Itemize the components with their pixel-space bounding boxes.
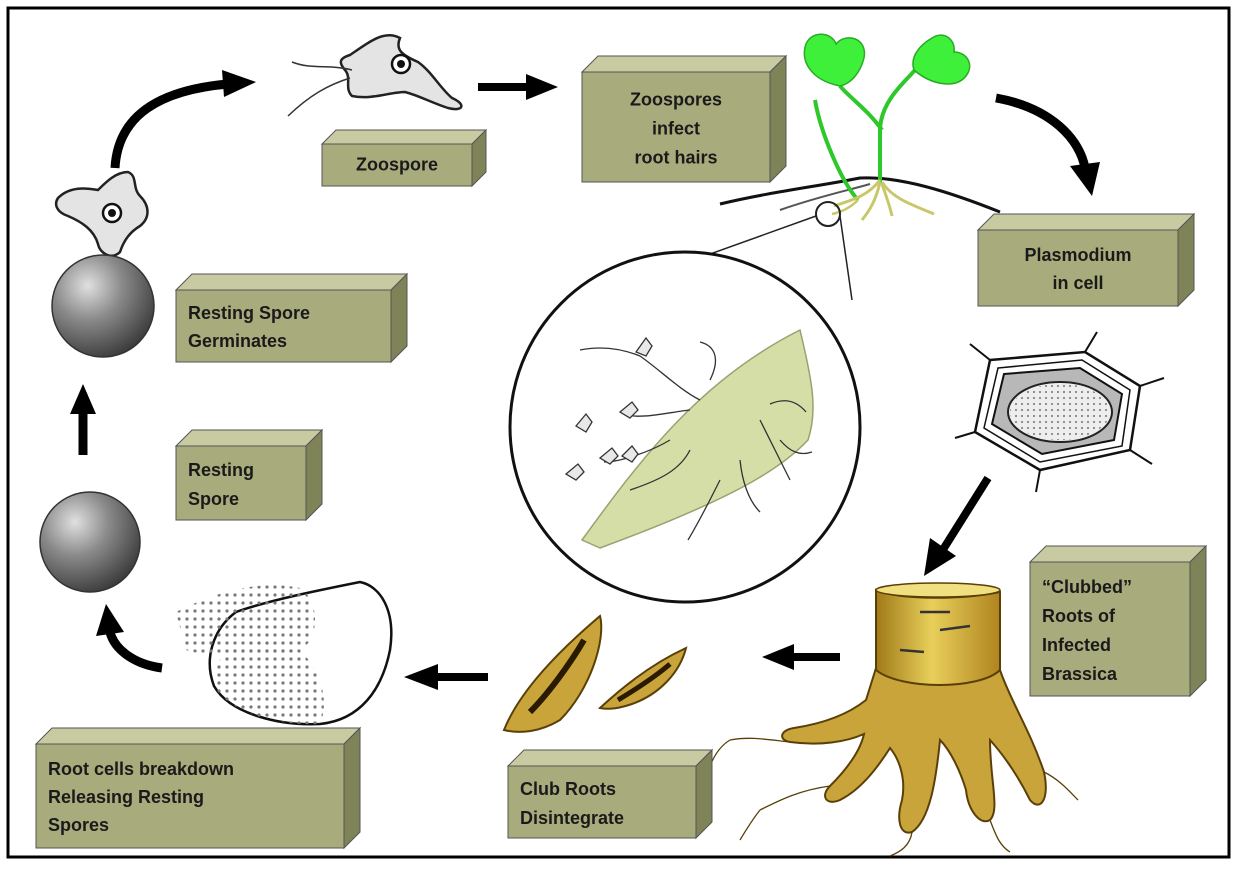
label-line: Root cells breakdown bbox=[48, 759, 234, 779]
label-line: in cell bbox=[1052, 273, 1103, 293]
label-line: Resting Spore bbox=[188, 303, 310, 323]
label-line: Resting bbox=[188, 460, 254, 480]
label-box-zoospores-infect: Zoospores infect root hairs bbox=[582, 56, 786, 182]
germinating-resting-spore bbox=[52, 255, 154, 357]
label-line: infect bbox=[652, 118, 700, 138]
label-line: Club Roots bbox=[520, 779, 616, 799]
label-line: Roots of bbox=[1042, 606, 1116, 626]
label-line: Zoospores bbox=[630, 89, 722, 109]
label-line: Spore bbox=[188, 489, 239, 509]
label-box-zoospore: Zoospore bbox=[322, 130, 486, 186]
label-line: Zoospore bbox=[356, 155, 438, 175]
label-box-plasmodium: Plasmodium in cell bbox=[978, 214, 1194, 306]
label-line: Infected bbox=[1042, 635, 1111, 655]
magnified-root-hair-infection bbox=[510, 252, 860, 602]
label-line: Releasing Resting bbox=[48, 787, 204, 807]
label-line: Brassica bbox=[1042, 664, 1118, 684]
label-line: Germinates bbox=[188, 331, 287, 351]
label-line: root hairs bbox=[634, 147, 717, 167]
label-line: “Clubbed” bbox=[1042, 577, 1132, 597]
label-line: Plasmodium bbox=[1024, 245, 1131, 265]
resting-spore bbox=[40, 492, 140, 592]
label-line: Spores bbox=[48, 815, 109, 835]
label-line: Disintegrate bbox=[520, 808, 624, 828]
